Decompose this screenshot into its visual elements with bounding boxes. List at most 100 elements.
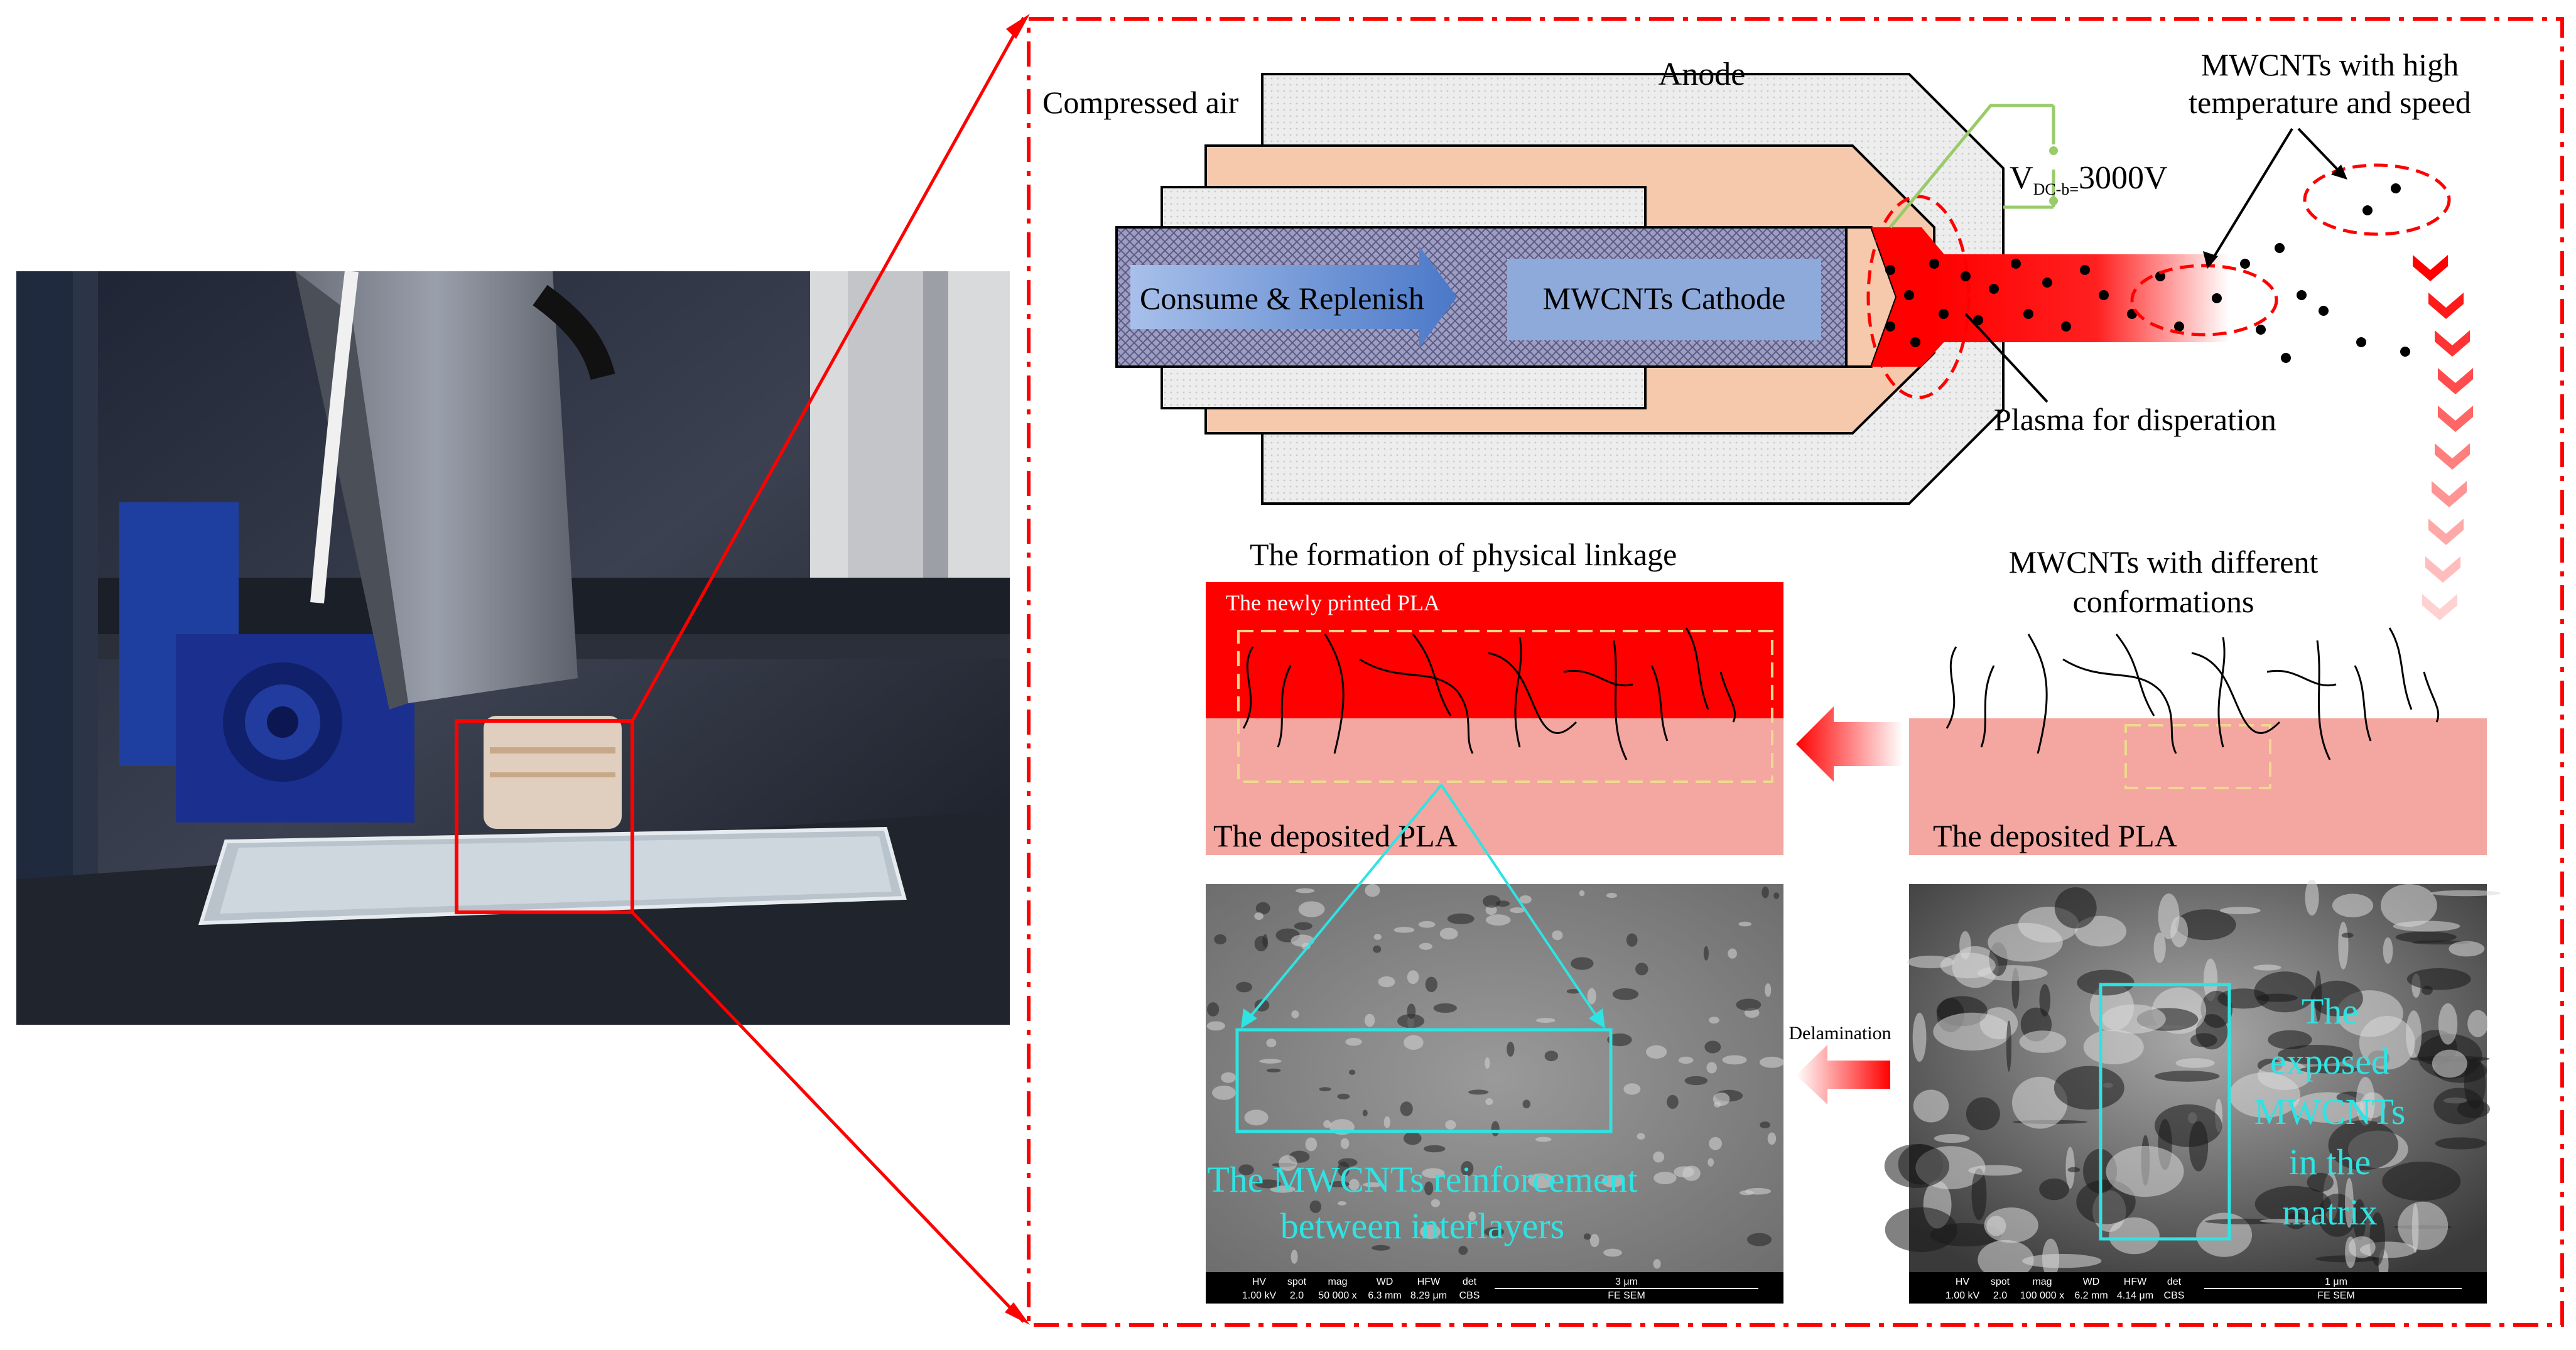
- newly-printed-label: The newly printed PLA: [1226, 590, 1440, 615]
- particles-highlight-1: [2130, 264, 2278, 337]
- sem-texture: [1709, 1017, 1719, 1024]
- sem-texture: [2406, 968, 2471, 990]
- sem-texture: [1587, 988, 1596, 1005]
- sem-texture: [2109, 1217, 2160, 1255]
- sem-texture: [1678, 1056, 1694, 1064]
- particle-dot: [1910, 337, 1920, 347]
- particle-dot: [2023, 309, 2033, 319]
- arrowhead-bottom-icon: [1005, 1302, 1030, 1325]
- sem-texture: [1637, 1133, 1645, 1140]
- sem-texture: [1571, 957, 1594, 970]
- sem-texture: [1653, 1259, 1661, 1269]
- svg-text:2.0: 2.0: [1290, 1290, 1304, 1301]
- sem-texture: [1337, 1093, 1350, 1099]
- particle-dot: [1939, 309, 1949, 319]
- exposed-label-3: MWCNTs: [2254, 1091, 2406, 1132]
- cnt-fiber: [1277, 665, 1292, 748]
- particle-dot: [2155, 271, 2165, 281]
- svg-text:1.00 kV: 1.00 kV: [1946, 1290, 1980, 1301]
- sem-texture: [2449, 941, 2485, 957]
- cnt-fiber: [1613, 640, 1628, 760]
- cnt-fiber: [1488, 652, 1578, 734]
- chevron-icon: [2435, 443, 2470, 470]
- particle-dot: [2212, 293, 2222, 303]
- sem-texture: [2039, 1178, 2069, 1201]
- sem-texture: [1458, 1246, 1468, 1255]
- sem-texture: [2219, 907, 2261, 915]
- cnt-fiber: [1719, 671, 1736, 723]
- sem-texture: [2300, 1066, 2359, 1074]
- sem-texture: [2153, 932, 2166, 963]
- sem-texture: [2432, 1049, 2467, 1078]
- sem-texture: [1262, 934, 1268, 948]
- newly-printed-layer: [1206, 582, 1783, 718]
- detail-frame: [1027, 17, 2564, 1327]
- cnt-fibers-left: [1242, 627, 1736, 760]
- sem-texture: [1612, 988, 1639, 1000]
- cnt-fiber: [2191, 652, 2281, 734]
- particle-dot: [2011, 259, 2021, 269]
- particle-dot: [2356, 337, 2366, 347]
- mwcnt-particles: [1885, 183, 2410, 363]
- sem-texture: [1606, 892, 1617, 899]
- particle-dot: [2275, 243, 2285, 253]
- sem-texture: [1589, 1234, 1599, 1248]
- chevron-icon: [2435, 330, 2470, 357]
- sem-texture: [1279, 1155, 1297, 1172]
- svg-text:det: det: [2167, 1277, 2182, 1287]
- sem-texture: [2268, 1030, 2312, 1050]
- sem-texture: [2328, 1120, 2399, 1170]
- sem-texture: [2398, 1201, 2449, 1250]
- chevron-icon: [2432, 481, 2467, 507]
- sem-texture: [1703, 946, 1709, 961]
- sem-texture: [1483, 1227, 1505, 1237]
- sem-texture: [2077, 969, 2135, 996]
- sem-texture: [1348, 1179, 1360, 1191]
- arrowhead-top-icon: [1006, 14, 1030, 39]
- sem-texture: [1431, 1199, 1441, 1207]
- sem-texture: [1601, 1175, 1623, 1188]
- svg-text:HFW: HFW: [1417, 1277, 1441, 1287]
- sem-texture: [1238, 1164, 1254, 1175]
- sem-texture: [1255, 902, 1270, 915]
- sem-texture: [2348, 1236, 2376, 1258]
- sem-texture: [1674, 1166, 1695, 1178]
- sem-texture: [1420, 1224, 1441, 1239]
- particle-dot: [1885, 265, 1895, 275]
- particle-dot: [1929, 259, 1939, 269]
- sem-texture: [1607, 1033, 1632, 1047]
- svg-text:3 μm: 3 μm: [1615, 1277, 1638, 1287]
- sem-texture: [1211, 1085, 1236, 1100]
- sem-texture: [1988, 922, 2063, 962]
- sem-texture: [1221, 1072, 1237, 1083]
- sem-texture: [1365, 883, 1380, 897]
- exposed-label-2: exposed: [2270, 1041, 2389, 1082]
- particle-dot: [2400, 347, 2410, 357]
- sem-texture: [1623, 1083, 1641, 1095]
- reinforcement-label-1: The MWCNTs reinforcement: [1207, 1159, 1637, 1200]
- sem-texture: [2332, 894, 2374, 917]
- exposed-label-4: in the: [2289, 1142, 2371, 1182]
- sem-texture: [1884, 1144, 1950, 1188]
- sem-texture: [1423, 1145, 1446, 1153]
- sem-texture: [1259, 1059, 1282, 1064]
- sem-texture: [2411, 1203, 2419, 1253]
- sem-texture: [1340, 1138, 1350, 1149]
- sem-texture: [2195, 1014, 2228, 1050]
- particle-dot: [2099, 290, 2109, 300]
- sem-texture: [2254, 971, 2316, 1013]
- sem-texture: [1759, 1056, 1785, 1068]
- sem-texture: [1338, 1158, 1358, 1167]
- svg-text:4.14 μm: 4.14 μm: [2117, 1290, 2153, 1301]
- sem-texture: [1762, 886, 1769, 899]
- sem-texture: [1913, 1089, 1949, 1123]
- sem-info-bar-right: HV 1.00 kV spot 2.0 mag 100 000 x WD 6.2…: [1909, 1272, 2487, 1304]
- sem-texture: [1319, 1087, 1331, 1091]
- transfer-arrow-icon: [1796, 706, 1903, 782]
- cathode-box: [1507, 259, 1821, 340]
- particle-dot: [1961, 271, 1971, 281]
- sem-texture: [1773, 892, 1780, 899]
- sem-texture: [1603, 1248, 1623, 1257]
- sem-texture: [1653, 1172, 1677, 1184]
- svg-text:WD: WD: [2083, 1277, 2100, 1287]
